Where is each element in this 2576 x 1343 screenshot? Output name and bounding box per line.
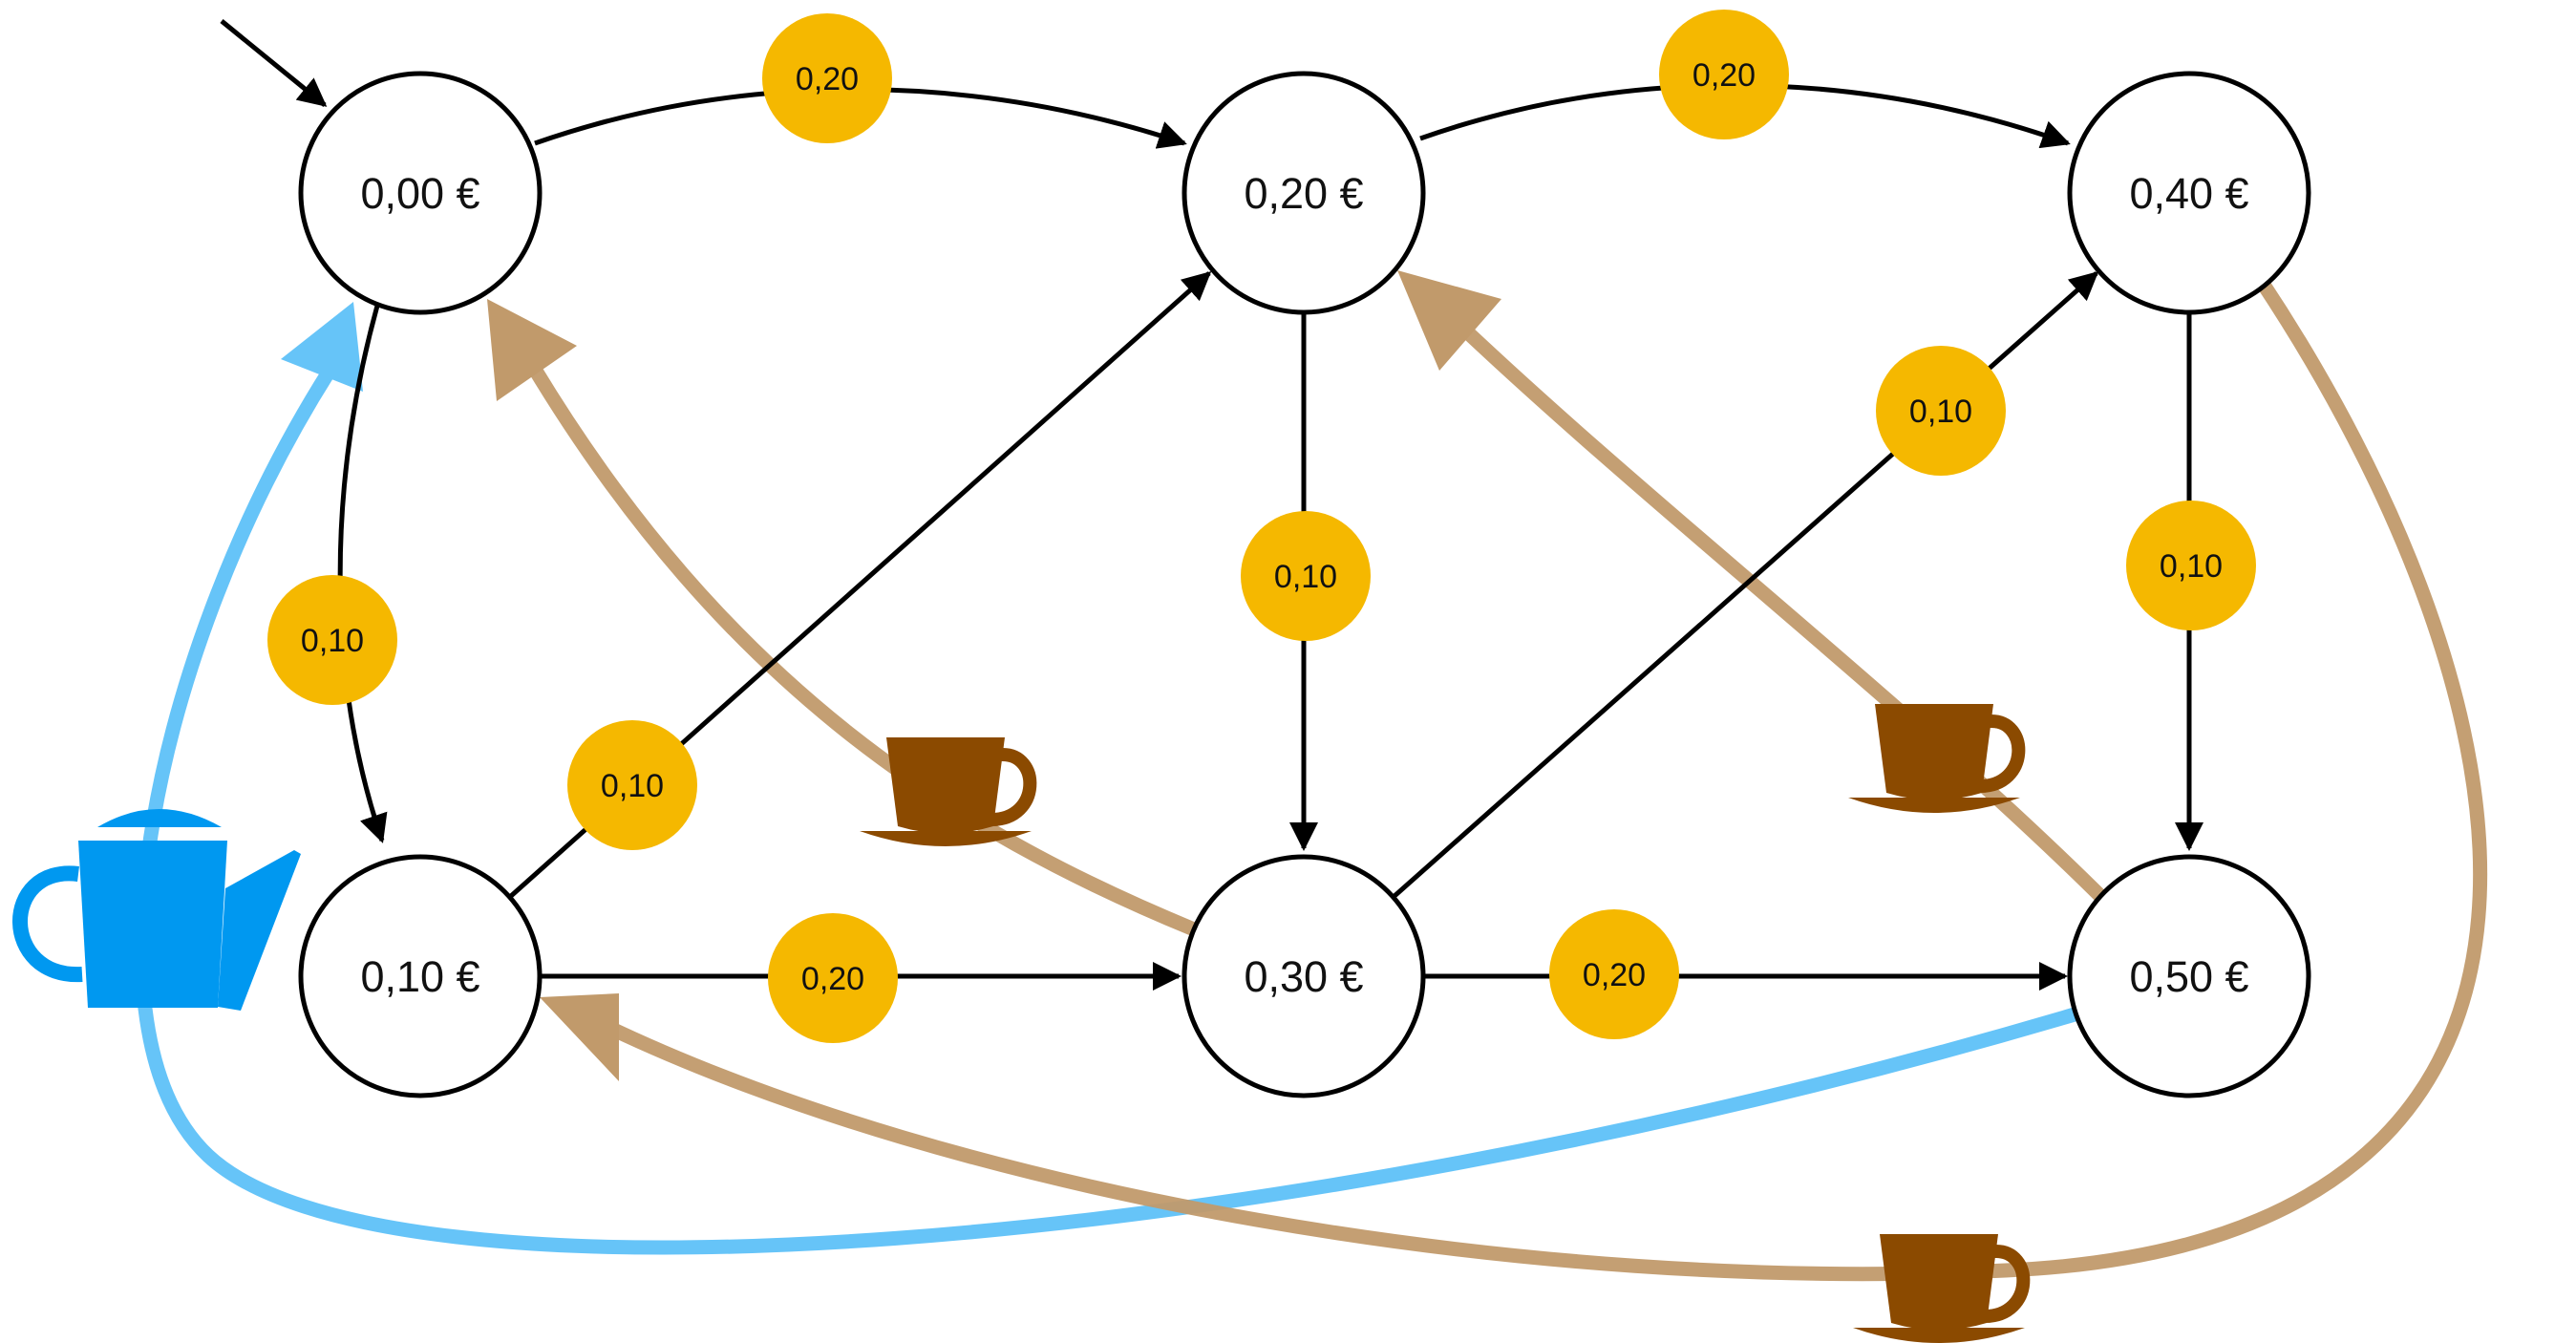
coffee-transition-0.50-to-0.20	[1397, 270, 2112, 907]
state-label: 0,30 €	[1244, 952, 1363, 1001]
coffee-cup-icon	[1853, 1234, 2031, 1343]
state-node-0.20: 0,20 €	[1182, 71, 1426, 315]
coffee-arrowhead	[540, 993, 619, 1081]
svg-text:0,10: 0,10	[1274, 559, 1337, 595]
svg-text:0,20: 0,20	[796, 61, 859, 97]
state-label: 0,10 €	[360, 952, 479, 1001]
state-label: 0,50 €	[2129, 952, 2248, 1001]
svg-text:0,10: 0,10	[301, 623, 364, 659]
svg-text:0,20: 0,20	[1583, 957, 1646, 993]
coffee-arrowhead	[487, 299, 577, 401]
coin-badge: 0,10	[1241, 511, 1371, 641]
svg-text:0,10: 0,10	[601, 768, 664, 804]
svg-text:0,20: 0,20	[1692, 57, 1756, 94]
coin-badge: 0,10	[567, 720, 697, 850]
state-label: 0,00 €	[360, 169, 479, 218]
tea-transition-0.50-to-0.00	[134, 302, 2077, 1255]
coin-badge: 0,20	[1549, 909, 1679, 1039]
svg-text:0,10: 0,10	[1909, 394, 1972, 430]
coin-badge: 0,20	[1659, 10, 1789, 139]
state-node-0.50: 0,50 €	[2067, 854, 2311, 1098]
state-node-0.00: 0,00 €	[298, 71, 543, 315]
coffee-transition-0.30-to-0.00	[487, 299, 1197, 936]
state-node-0.10: 0,10 €	[298, 854, 543, 1098]
svg-text:0,10: 0,10	[2160, 548, 2223, 585]
coin-badge: 0,10	[1876, 346, 2006, 476]
coin-badge: 0,20	[768, 913, 898, 1043]
coin-badge: 0,10	[267, 575, 397, 705]
state-node-0.40: 0,40 €	[2067, 71, 2311, 315]
coffee-transition-0.40-to-0.10	[540, 277, 2488, 1282]
coin-badge: 0,20	[762, 13, 892, 143]
coffee-cup-icon	[860, 737, 1037, 846]
initial-arrow	[220, 19, 328, 107]
teapot-icon	[12, 809, 301, 1011]
svg-text:0,20: 0,20	[801, 961, 864, 997]
coin-badge: 0,10	[2126, 501, 2256, 630]
coffee-arrowhead	[1397, 270, 1501, 371]
state-node-0.30: 0,30 €	[1182, 854, 1426, 1098]
coffee-cup-icon	[1848, 704, 2026, 813]
tea-arrowhead	[281, 302, 363, 392]
state-label: 0,20 €	[1244, 169, 1363, 218]
state-label: 0,40 €	[2129, 169, 2248, 218]
